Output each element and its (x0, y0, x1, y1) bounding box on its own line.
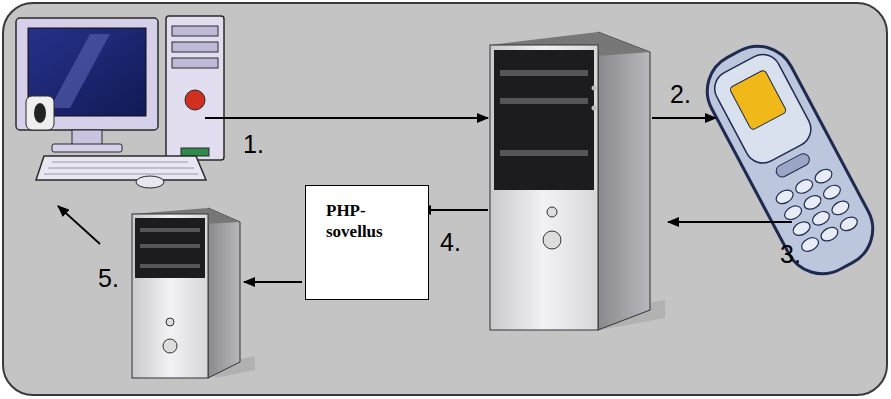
process-box: PHP-sovellus (305, 185, 429, 300)
panel (3, 3, 887, 395)
step-number: 2. (670, 82, 691, 107)
step-number: 3. (780, 242, 801, 267)
mobile-phone (694, 33, 886, 287)
server (490, 32, 665, 330)
box-text: PHP-sovellus (326, 200, 406, 243)
desktop-computer (16, 16, 224, 188)
step-number: 5. (98, 266, 119, 291)
step-number: 1. (243, 132, 264, 157)
server (132, 208, 255, 378)
step-number: 4. (440, 230, 461, 255)
